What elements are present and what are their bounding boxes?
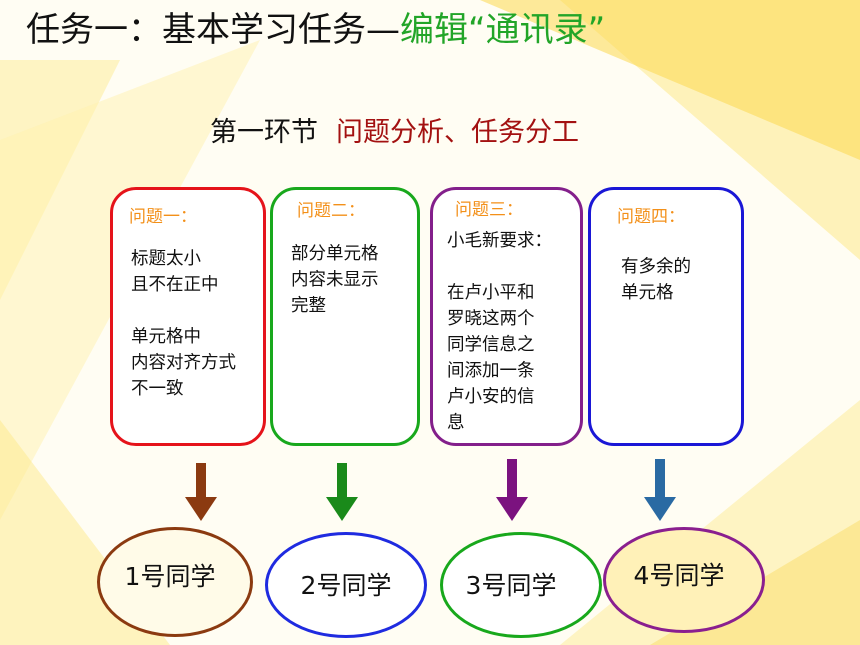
problem-card-heading: 问题三：: [455, 200, 523, 220]
problem-card-heading: 问题二：: [297, 201, 365, 221]
assignee-2: 2号同学: [265, 532, 427, 638]
section-topic: 问题分析、任务分工: [336, 117, 579, 148]
page-title: 任务一：基本学习任务—编辑“通讯录”: [26, 2, 605, 51]
assignee-label: 2号同学: [300, 571, 392, 600]
title-main: 任务一：基本学习任务—: [26, 10, 400, 50]
problem-card-text: 小毛新要求： 在卢小平和 罗晓这两个 同学信息之 间添加一条 卢小安的信 息: [447, 231, 552, 433]
assignee-label: 1号同学: [124, 562, 216, 591]
problem-card-heading: 问题四：: [617, 207, 685, 227]
problem-card-text: 有多余的 单元格: [621, 257, 691, 303]
problem-card-heading: 问题一：: [129, 207, 197, 227]
down-arrow-icon: [496, 459, 528, 521]
problem-card-text: 标题太小 且不在正中 单元格中 内容对齐方式 不一致: [131, 249, 236, 399]
assignee-label: 4号同学: [633, 561, 725, 590]
assignee-3: 3号同学: [440, 532, 602, 638]
section-label: 第一环节: [210, 117, 318, 148]
assignee-1: 1号同学: [97, 527, 253, 637]
problem-card-2: 问题二： 部分单元格 内容未显示 完整: [270, 187, 420, 446]
down-arrow-icon: [326, 463, 358, 521]
problem-card-3: 问题三： 小毛新要求： 在卢小平和 罗晓这两个 同学信息之 间添加一条 卢小安的…: [430, 187, 583, 446]
problem-card-1: 问题一： 标题太小 且不在正中 单元格中 内容对齐方式 不一致: [110, 187, 266, 446]
assignee-4: 4号同学: [603, 527, 765, 633]
problem-card-4: 问题四： 有多余的 单元格: [588, 187, 744, 446]
down-arrow-icon: [644, 459, 676, 521]
assignee-label: 3号同学: [465, 571, 557, 600]
section-heading: 第一环节问题分析、任务分工: [210, 110, 579, 149]
problem-card-text: 部分单元格 内容未显示 完整: [291, 244, 379, 316]
title-highlight: 编辑“通讯录”: [400, 10, 606, 50]
down-arrow-icon: [185, 463, 217, 521]
